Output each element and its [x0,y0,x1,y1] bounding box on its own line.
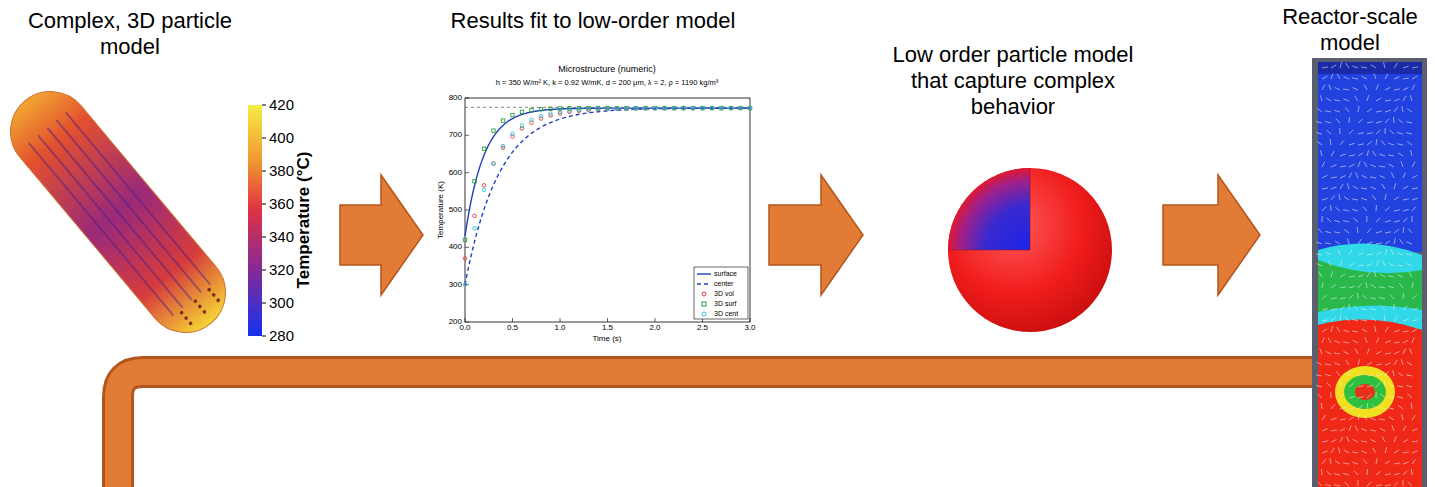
block-arrow [1163,175,1260,295]
colorbar-tick: 340 [269,229,294,246]
chart-subtitle: h = 350 W/m² K, k = 0.92 W/mK, d = 200 μ… [496,79,719,87]
axis-tick: 500 [449,206,462,215]
legend-sample [697,290,711,298]
block-arrow [769,175,863,295]
legend-sample [697,270,711,278]
axis-tick: 0.0 [459,324,470,333]
legend-entry: 3D vol [697,290,734,298]
legend-text: surface [714,270,737,277]
colorbar-tick: 300 [269,295,294,312]
legend-sample [697,280,711,288]
axis-tick: 600 [449,168,462,177]
axis-tick: 800 [449,94,462,103]
axis-tick: 2.0 [649,324,660,333]
stage-heading: Low order particle model that capture co… [888,42,1138,120]
chart-title: Microstructure (numeric) [558,65,656,75]
legend-entry: surface [697,270,737,278]
stage-heading: Reactor-scale model [1267,4,1433,56]
axis-tick: 2.5 [697,324,708,333]
axis-tick: 3.0 [744,324,755,333]
stage-panel: Results fit to low-order model [428,0,764,345]
colorbar-tick: 380 [269,163,294,180]
axis-tick: 700 [449,131,462,140]
legend-entry: center [697,280,733,288]
legend-entry: 3D cent [697,310,738,318]
axis-title: Temperature (K) [437,181,446,239]
colorbar-tick: 280 [269,328,294,345]
colorbar-tick: 320 [269,262,294,279]
axis-tick: 0.5 [507,324,518,333]
legend-text: center [714,280,733,287]
axis-title: Temperature (°C) [295,152,314,289]
legend-text: 3D vol [714,290,734,297]
legend-text: 3D cent [714,310,738,317]
colorbar-tick: 360 [269,196,294,213]
axis-tick: 300 [449,280,462,289]
axis-tick: 400 [449,243,462,252]
axis-title: Time (s) [592,335,621,344]
block-arrow [340,175,423,295]
axis-tick: 1.0 [554,324,565,333]
legend-entry: 3D surf [697,300,737,308]
stage-panel: Low order particle model that capture co… [868,0,1158,345]
stage-panel: Reactor-scale model [1265,0,1435,345]
axis-tick: 1.5 [602,324,613,333]
colorbar-tick: 420 [269,97,294,114]
colorbar-tick: 400 [269,130,294,147]
stage-heading: Results fit to low-order model [438,8,748,34]
stage-heading: Complex, 3D particle model [5,8,255,60]
legend-sample [697,300,711,308]
legend-sample [697,310,711,318]
legend-text: 3D surf [714,300,737,307]
